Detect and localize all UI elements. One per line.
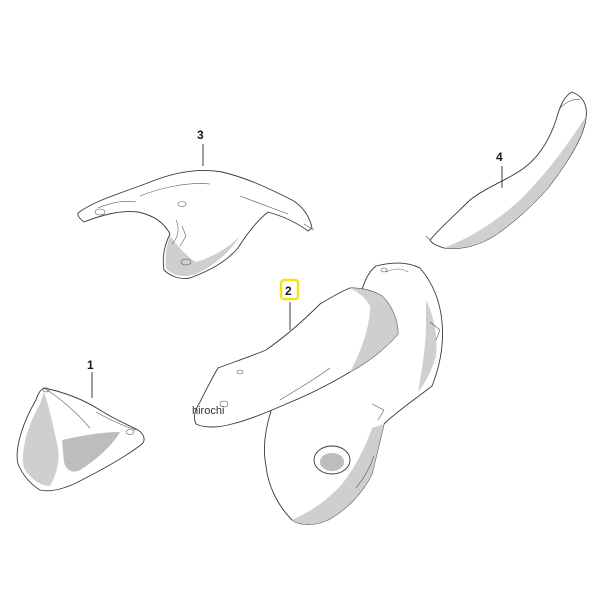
- callout-2-highlight: [279, 278, 300, 301]
- callout-1: 1: [87, 358, 94, 372]
- part-4-side-trim: [425, 91, 587, 249]
- callout-2: 2: [285, 284, 292, 298]
- part-1-front-cowl: [16, 387, 145, 492]
- callout-4: 4: [496, 150, 503, 164]
- callout-3: 3: [197, 128, 204, 142]
- watermark-text: hirochi: [192, 405, 224, 417]
- part-3-tank-cover: [77, 170, 315, 279]
- part-2-side-panel: [193, 262, 443, 525]
